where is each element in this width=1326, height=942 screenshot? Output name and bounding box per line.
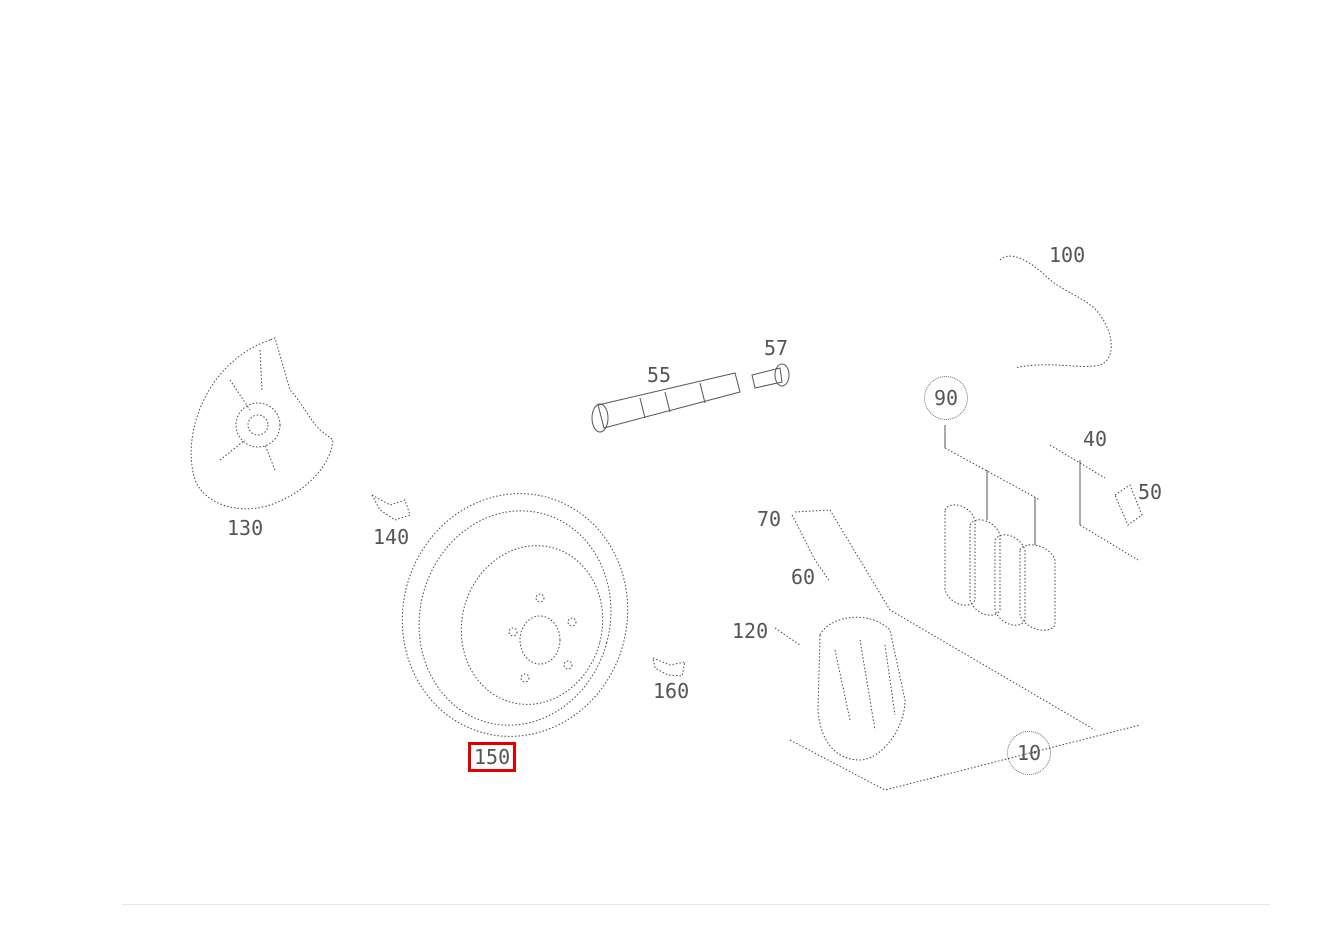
callout-10[interactable]: 10 [1007, 731, 1051, 775]
screw-140-drawing [370, 493, 411, 521]
callout-120[interactable]: 120 [732, 619, 769, 643]
callout-70[interactable]: 70 [757, 507, 782, 531]
callout-150-selected[interactable]: 150 [467, 742, 517, 772]
callout-140[interactable]: 140 [373, 525, 410, 549]
callout-90[interactable]: 90 [924, 376, 968, 420]
screw-160-drawing [652, 657, 686, 677]
footer-divider [122, 904, 1270, 905]
guide-pin-drawing [591, 372, 741, 433]
callout-55[interactable]: 55 [647, 363, 672, 387]
wear-sensor-drawing [999, 255, 1112, 369]
pin-and-clip-drawing [1049, 444, 1143, 561]
callout-40[interactable]: 40 [1083, 427, 1108, 451]
callout-60[interactable]: 60 [791, 565, 816, 589]
callout-100[interactable]: 100 [1049, 243, 1086, 267]
callout-50[interactable]: 50 [1138, 480, 1163, 504]
splash-shield-drawing [190, 337, 334, 510]
bolt-57-drawing [751, 363, 790, 389]
callout-130[interactable]: 130 [227, 516, 264, 540]
brake-disc-drawing [401, 493, 629, 737]
callout-57[interactable]: 57 [764, 336, 789, 360]
caliper-drawing [774, 509, 1141, 791]
callout-160[interactable]: 160 [653, 679, 690, 703]
brake-pads-drawing [944, 425, 1056, 631]
